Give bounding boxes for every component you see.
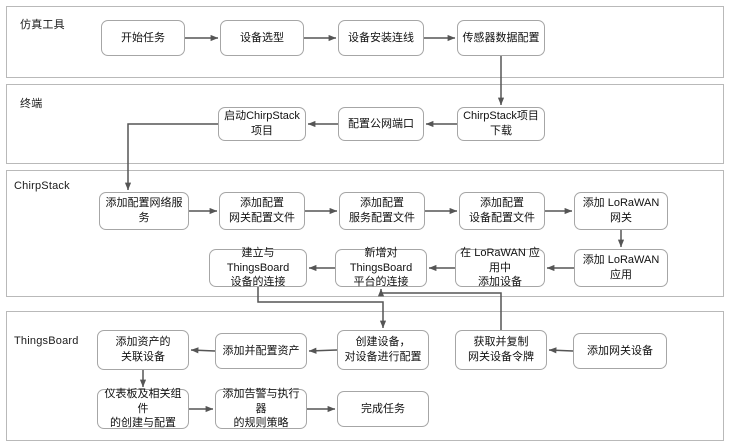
node-device-selection[interactable]: 设备选型 [220, 20, 304, 56]
node-add-gateway-profile[interactable]: 添加配置 网关配置文件 [219, 192, 305, 230]
node-add-asset-related-device[interactable]: 添加资产的 关联设备 [97, 330, 189, 370]
node-start-task[interactable]: 开始任务 [101, 20, 185, 56]
node-device-install-wiring[interactable]: 设备安装连线 [338, 20, 424, 56]
node-label: 新增对ThingsBoard 平台的连接 [349, 246, 413, 289]
node-sensor-data-config[interactable]: 传感器数据配置 [457, 20, 545, 56]
node-label: 添加网关设备 [587, 344, 653, 357]
node-label: 添加告警与执行器 的规则策略 [222, 387, 300, 430]
node-add-lorawan-gateway[interactable]: 添加 LoRaWAN 网关 [574, 192, 668, 230]
node-label: 添加配置网络服务 [105, 197, 183, 224]
swimlane-label-chirpstack: ChirpStack [14, 180, 70, 192]
node-label: 添加 LoRaWAN 应用 [582, 254, 660, 281]
node-start-chirpstack[interactable]: 启动ChirpStack项目 [218, 107, 306, 141]
node-config-public-port[interactable]: 配置公网端口 [338, 107, 424, 141]
node-add-device-in-app[interactable]: 在 LoRaWAN 应用中 添加设备 [455, 247, 545, 288]
node-alarm-rule-chain[interactable]: 添加告警与执行器 的规则策略 [215, 387, 307, 430]
node-label: 添加并配置资产 [222, 344, 300, 357]
swimlane-label-terminal: 终端 [20, 98, 43, 110]
node-add-gateway-device[interactable]: 添加网关设备 [573, 333, 667, 369]
node-connect-thingsboard-device[interactable]: 建立与ThingsBoard 设备的连接 [209, 247, 307, 288]
node-add-configure-asset[interactable]: 添加并配置资产 [215, 333, 307, 369]
node-label: 完成任务 [361, 402, 405, 415]
swimlane-label-simulation-tool: 仿真工具 [20, 19, 65, 31]
node-dashboard-creation[interactable]: 仪表板及相关组件 的创建与配置 [97, 387, 189, 430]
node-label: 设备选型 [240, 31, 284, 44]
node-add-network-service[interactable]: 添加配置网络服务 [99, 192, 189, 230]
node-chirpstack-download[interactable]: ChirpStack项目下载 [457, 107, 545, 141]
node-add-thingsboard-integration[interactable]: 新增对ThingsBoard 平台的连接 [335, 247, 427, 288]
node-label: 启动ChirpStack项目 [224, 110, 300, 137]
node-label: 创建设备， 对设备进行配置 [344, 336, 422, 363]
node-label: 建立与ThingsBoard 设备的连接 [226, 246, 290, 289]
node-label: 设备安装连线 [348, 31, 414, 44]
node-label: 传感器数据配置 [462, 31, 540, 44]
node-label: 添加 LoRaWAN 网关 [582, 197, 660, 224]
node-label: ChirpStack项目下载 [463, 110, 539, 137]
node-create-configure-device[interactable]: 创建设备， 对设备进行配置 [337, 330, 429, 370]
node-add-service-profile[interactable]: 添加配置 服务配置文件 [339, 192, 425, 230]
node-label: 获取并复制 网关设备令牌 [468, 336, 534, 363]
node-add-device-profile[interactable]: 添加配置 设备配置文件 [459, 192, 545, 230]
node-label: 添加配置 服务配置文件 [349, 197, 415, 224]
node-label: 添加资产的 关联设备 [115, 336, 171, 363]
node-finish-task[interactable]: 完成任务 [337, 391, 429, 427]
swimlane-label-thingsboard: ThingsBoard [14, 335, 79, 347]
node-add-lorawan-application[interactable]: 添加 LoRaWAN 应用 [574, 249, 668, 287]
node-label: 配置公网端口 [348, 117, 414, 130]
node-label: 开始任务 [121, 31, 165, 44]
node-label: 添加配置 设备配置文件 [469, 197, 535, 224]
node-label: 添加配置 网关配置文件 [229, 197, 295, 224]
node-label: 在 LoRaWAN 应用中 添加设备 [460, 246, 540, 289]
node-label: 仪表板及相关组件 的创建与配置 [104, 387, 182, 430]
node-copy-gateway-token[interactable]: 获取并复制 网关设备令牌 [455, 330, 547, 370]
